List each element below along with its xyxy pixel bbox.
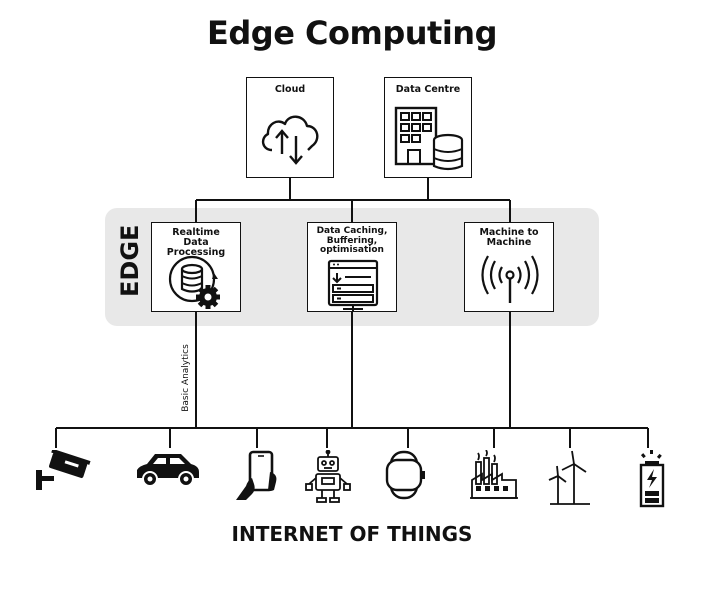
robot-icon	[305, 450, 351, 503]
diagram-title: Edge Computing	[207, 14, 497, 52]
realtime-processing-label: Realtime Data Processing	[166, 227, 226, 258]
smartphone-hand-icon	[236, 450, 277, 500]
battery-charging-icon	[639, 450, 665, 508]
realtime-processing-box: Realtime Data Processing	[151, 222, 241, 312]
cloud-sync-icon	[261, 115, 319, 165]
machine-to-machine-label: Machine to Machine	[479, 227, 539, 248]
data-caching-box: Data Caching, Buffering, optimisation	[307, 222, 397, 312]
iot-label: INTERNET OF THINGS	[231, 522, 473, 546]
machine-to-machine-box: Machine to Machine	[464, 222, 554, 312]
data-caching-label: Data Caching, Buffering, optimisation	[316, 226, 388, 255]
security-camera-icon	[36, 450, 91, 490]
data-centre-icon	[394, 106, 464, 171]
database-gear-icon	[168, 255, 220, 309]
data-centre-box: Data Centre	[384, 77, 472, 178]
cloud-box: Cloud	[246, 77, 334, 178]
smartwatch-icon	[385, 450, 425, 500]
basic-analytics-label: Basic Analytics	[181, 344, 191, 412]
data-centre-box-label: Data Centre	[395, 84, 461, 95]
cloud-box-label: Cloud	[274, 84, 306, 95]
factory-icon	[470, 450, 518, 499]
server-download-icon	[327, 259, 379, 311]
antenna-signal-icon	[481, 255, 539, 303]
wind-turbine-icon	[548, 450, 590, 505]
car-icon	[137, 454, 199, 487]
